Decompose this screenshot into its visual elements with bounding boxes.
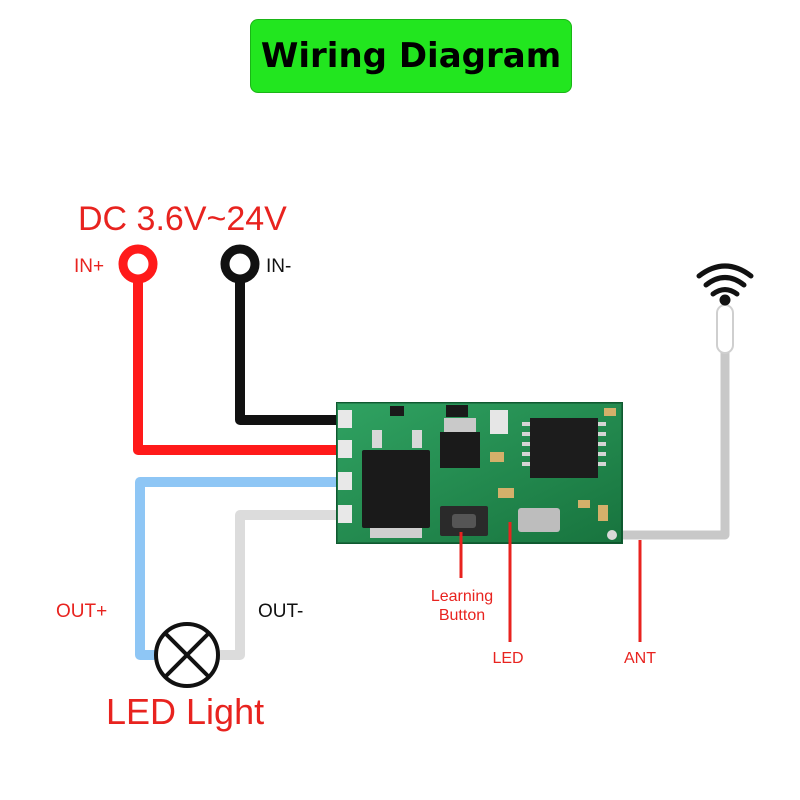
antenna-tip (716, 304, 734, 354)
receiver-module (336, 402, 623, 544)
negative-wire (235, 268, 345, 425)
out-minus-wire (215, 510, 345, 660)
learning-button-label-line1: Learning (431, 588, 493, 605)
diagram-title: Wiring Diagram (260, 36, 562, 76)
terminal-ring-icon (220, 244, 260, 284)
out-plus-label: OUT+ (56, 601, 107, 622)
learning-button-label-line2: Button (439, 607, 485, 624)
out-minus-label: OUT- (258, 601, 303, 622)
voltage-label: DC 3.6V~24V (78, 200, 287, 238)
in-minus-label: IN- (266, 256, 291, 277)
out-plus-wire (135, 477, 345, 660)
in-plus-label: IN+ (74, 256, 104, 277)
wifi-signal-icon (696, 263, 754, 306)
bulb-cross-icon (154, 622, 220, 688)
terminal-ring-icon (118, 244, 158, 284)
led-light-label: LED Light (106, 691, 264, 732)
led-label: LED (492, 650, 523, 667)
ant-label: ANT (624, 650, 656, 667)
positive-wire (133, 268, 345, 455)
title-banner: Wiring Diagram (250, 19, 572, 93)
antenna-wire (610, 340, 730, 540)
